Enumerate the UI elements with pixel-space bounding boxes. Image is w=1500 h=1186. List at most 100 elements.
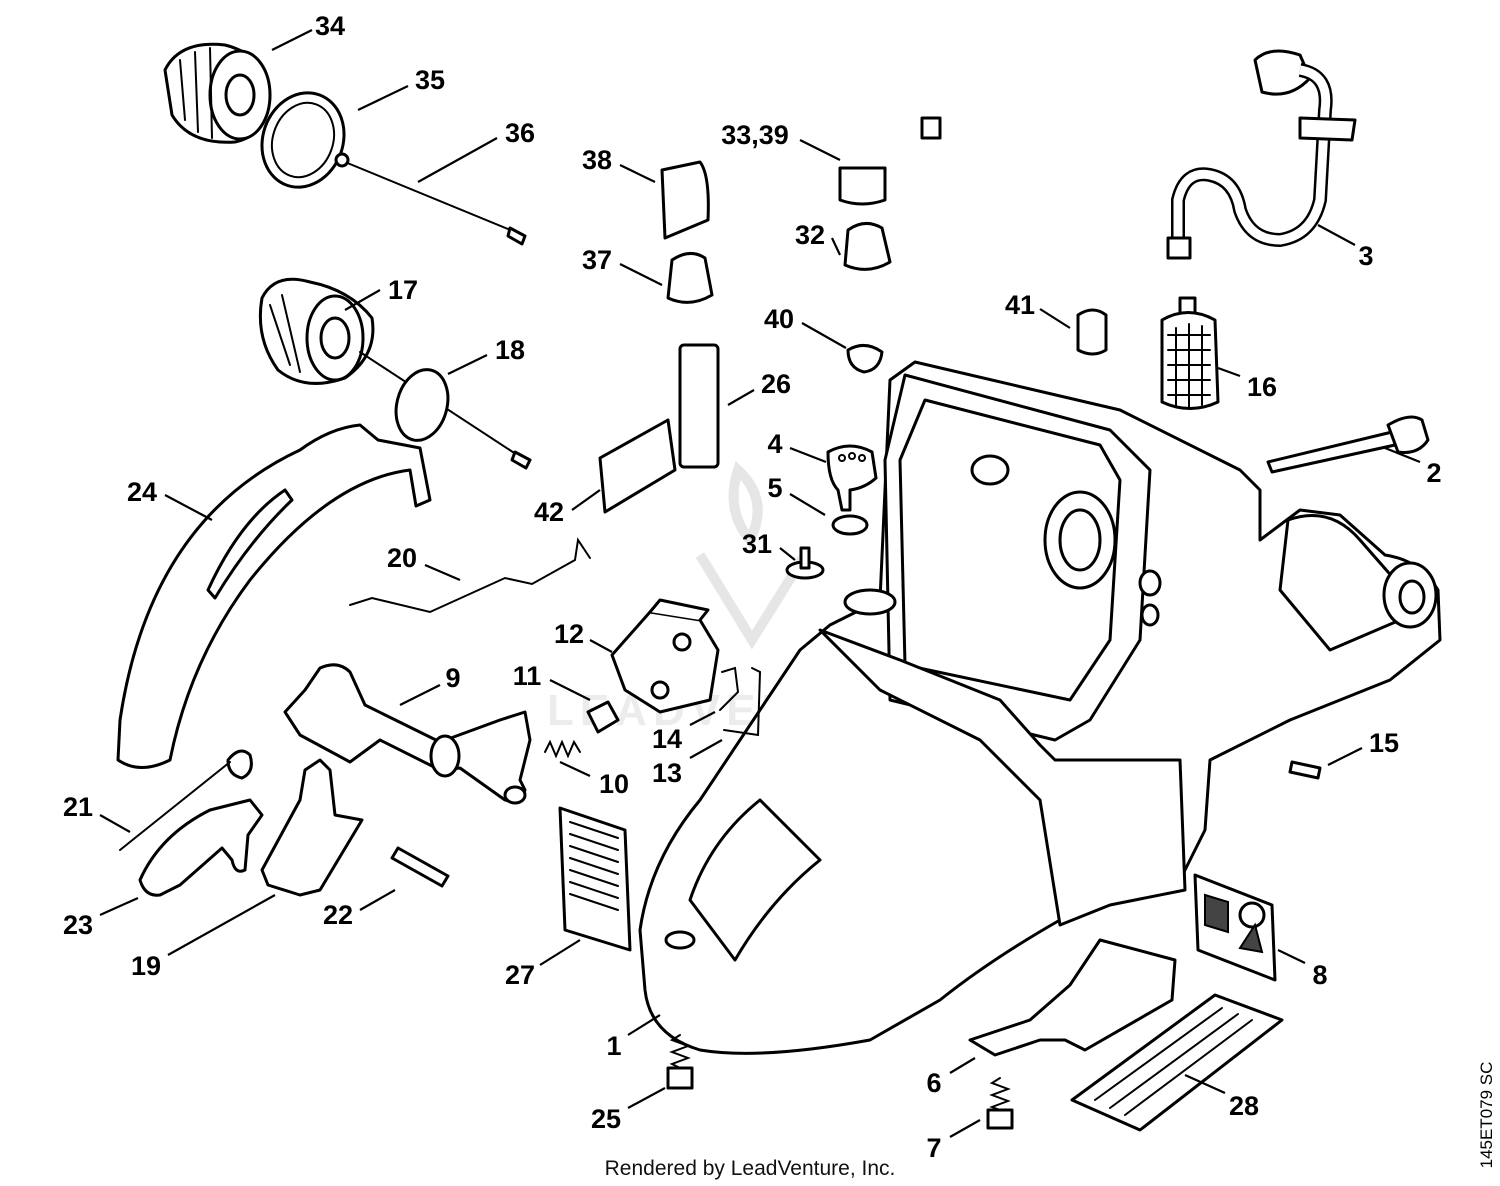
leader-line-c5 [789,493,826,516]
callout-c12: 12 [554,619,584,649]
callout-c18: 18 [495,335,525,365]
callout-c5: 5 [767,473,782,503]
leader-line-c26 [727,389,755,406]
leader-line-c36 [417,137,498,183]
part-grommet-37 [666,252,714,304]
part-spring-10 [544,739,581,759]
callout-c14: 14 [652,724,682,754]
leader-line-c12 [589,639,613,653]
callout-c21: 21 [63,792,93,822]
leader-line-c21 [99,814,131,833]
callout-c10: 10 [599,769,629,799]
leader-line-c4 [789,446,827,464]
leader-line-c41 [1039,308,1071,329]
part-oil-pump [258,277,532,470]
callout-c34: 34 [315,11,345,41]
part-cap-38 [660,160,710,240]
callout-c3: 3 [1358,241,1373,271]
leader-line-c9 [399,684,441,706]
callout-c6: 6 [926,1068,941,1098]
callout-c24: 24 [127,477,157,507]
callout-c7: 7 [926,1133,941,1163]
part-handle-tube [116,423,432,769]
callout-c35: 35 [415,65,445,95]
part-wire-13 [723,667,762,737]
leader-line-c31 [779,547,796,561]
callout-c40: 40 [764,304,794,334]
leader-line-c23 [99,896,139,917]
leader-line-c17 [344,289,381,311]
callout-c26: 26 [761,369,791,399]
leader-line-c16 [1217,366,1241,378]
leader-line-c3 [1317,224,1356,246]
leader-line-c13 [689,739,723,759]
leader-line-c20 [424,563,461,582]
leader-line-c8 [1277,949,1306,964]
leader-line-c10 [559,761,591,777]
part-main-housing [638,360,1442,1055]
leader-line-c18 [447,354,488,375]
callout-c41: 41 [1005,290,1035,320]
leader-line-c6 [949,1057,976,1074]
part-spring-14 [719,666,740,711]
part-label-27 [558,806,632,952]
part-fuel-filter [1160,296,1220,410]
leader-line-c14 [689,711,716,726]
part-label-42 [598,418,677,514]
leader-line-c27 [539,939,581,966]
callout-c20: 20 [387,543,417,573]
leader-line-c15 [1327,747,1363,766]
part-screw-7 [986,1077,1014,1130]
leader-line-c1 [627,1014,661,1036]
part-bolt-2 [1266,415,1430,474]
callout-c33: 33,39 [721,120,789,150]
part-throttle-shaft [283,663,532,805]
callout-c22: 22 [323,900,353,930]
leader-line-c2 [1384,446,1421,464]
callout-c28: 28 [1229,1091,1259,1121]
leader-line-c22 [359,889,396,911]
part-slider-11 [586,700,620,734]
callout-c27: 27 [505,960,535,990]
part-label-26 [678,343,720,469]
callout-c11: 11 [513,661,542,691]
leader-line-c25 [627,1087,666,1109]
leader-line-c19 [167,894,276,956]
part-seal-ring-inner [270,101,336,179]
part-trigger [138,798,264,897]
part-warning-label [1193,873,1277,982]
callout-c1: 1 [606,1031,621,1061]
part-plug-4 [826,444,878,512]
watermark-logo [695,460,810,650]
callout-c2: 2 [1426,458,1441,488]
leader-line-c28 [1184,1073,1226,1095]
callout-c32: 32 [795,220,825,250]
leader-line-c42 [571,489,601,511]
callout-c31: 31 [742,529,772,559]
callout-c17: 17 [388,275,418,305]
part-cable-36 [334,152,527,246]
part-screw-25 [666,1034,694,1090]
footer-credit: Rendered by LeadVenture, Inc. [605,1157,896,1180]
callout-c38: 38 [582,145,612,175]
part-clip-lever [119,761,231,851]
part-lever [260,758,364,897]
leader-line-c32 [831,237,841,256]
part-fuel-hose [838,60,942,206]
callout-c25: 25 [591,1104,621,1134]
callout-c13: 13 [652,758,682,788]
part-foot-plate [1070,993,1284,1132]
part-filler-cap [163,42,272,144]
leader-line-c38 [619,164,656,183]
leader-line-c37 [619,263,663,286]
part-bracket [968,938,1177,1057]
callout-c42: 42 [534,497,564,527]
leader-line-c40 [801,322,847,349]
part-control-module [610,598,720,714]
leader-line-c34 [271,29,313,51]
reference-code: 145ET079 SC [1477,1062,1496,1169]
part-bolt-31 [785,546,825,580]
part-wire-rod [349,537,591,614]
